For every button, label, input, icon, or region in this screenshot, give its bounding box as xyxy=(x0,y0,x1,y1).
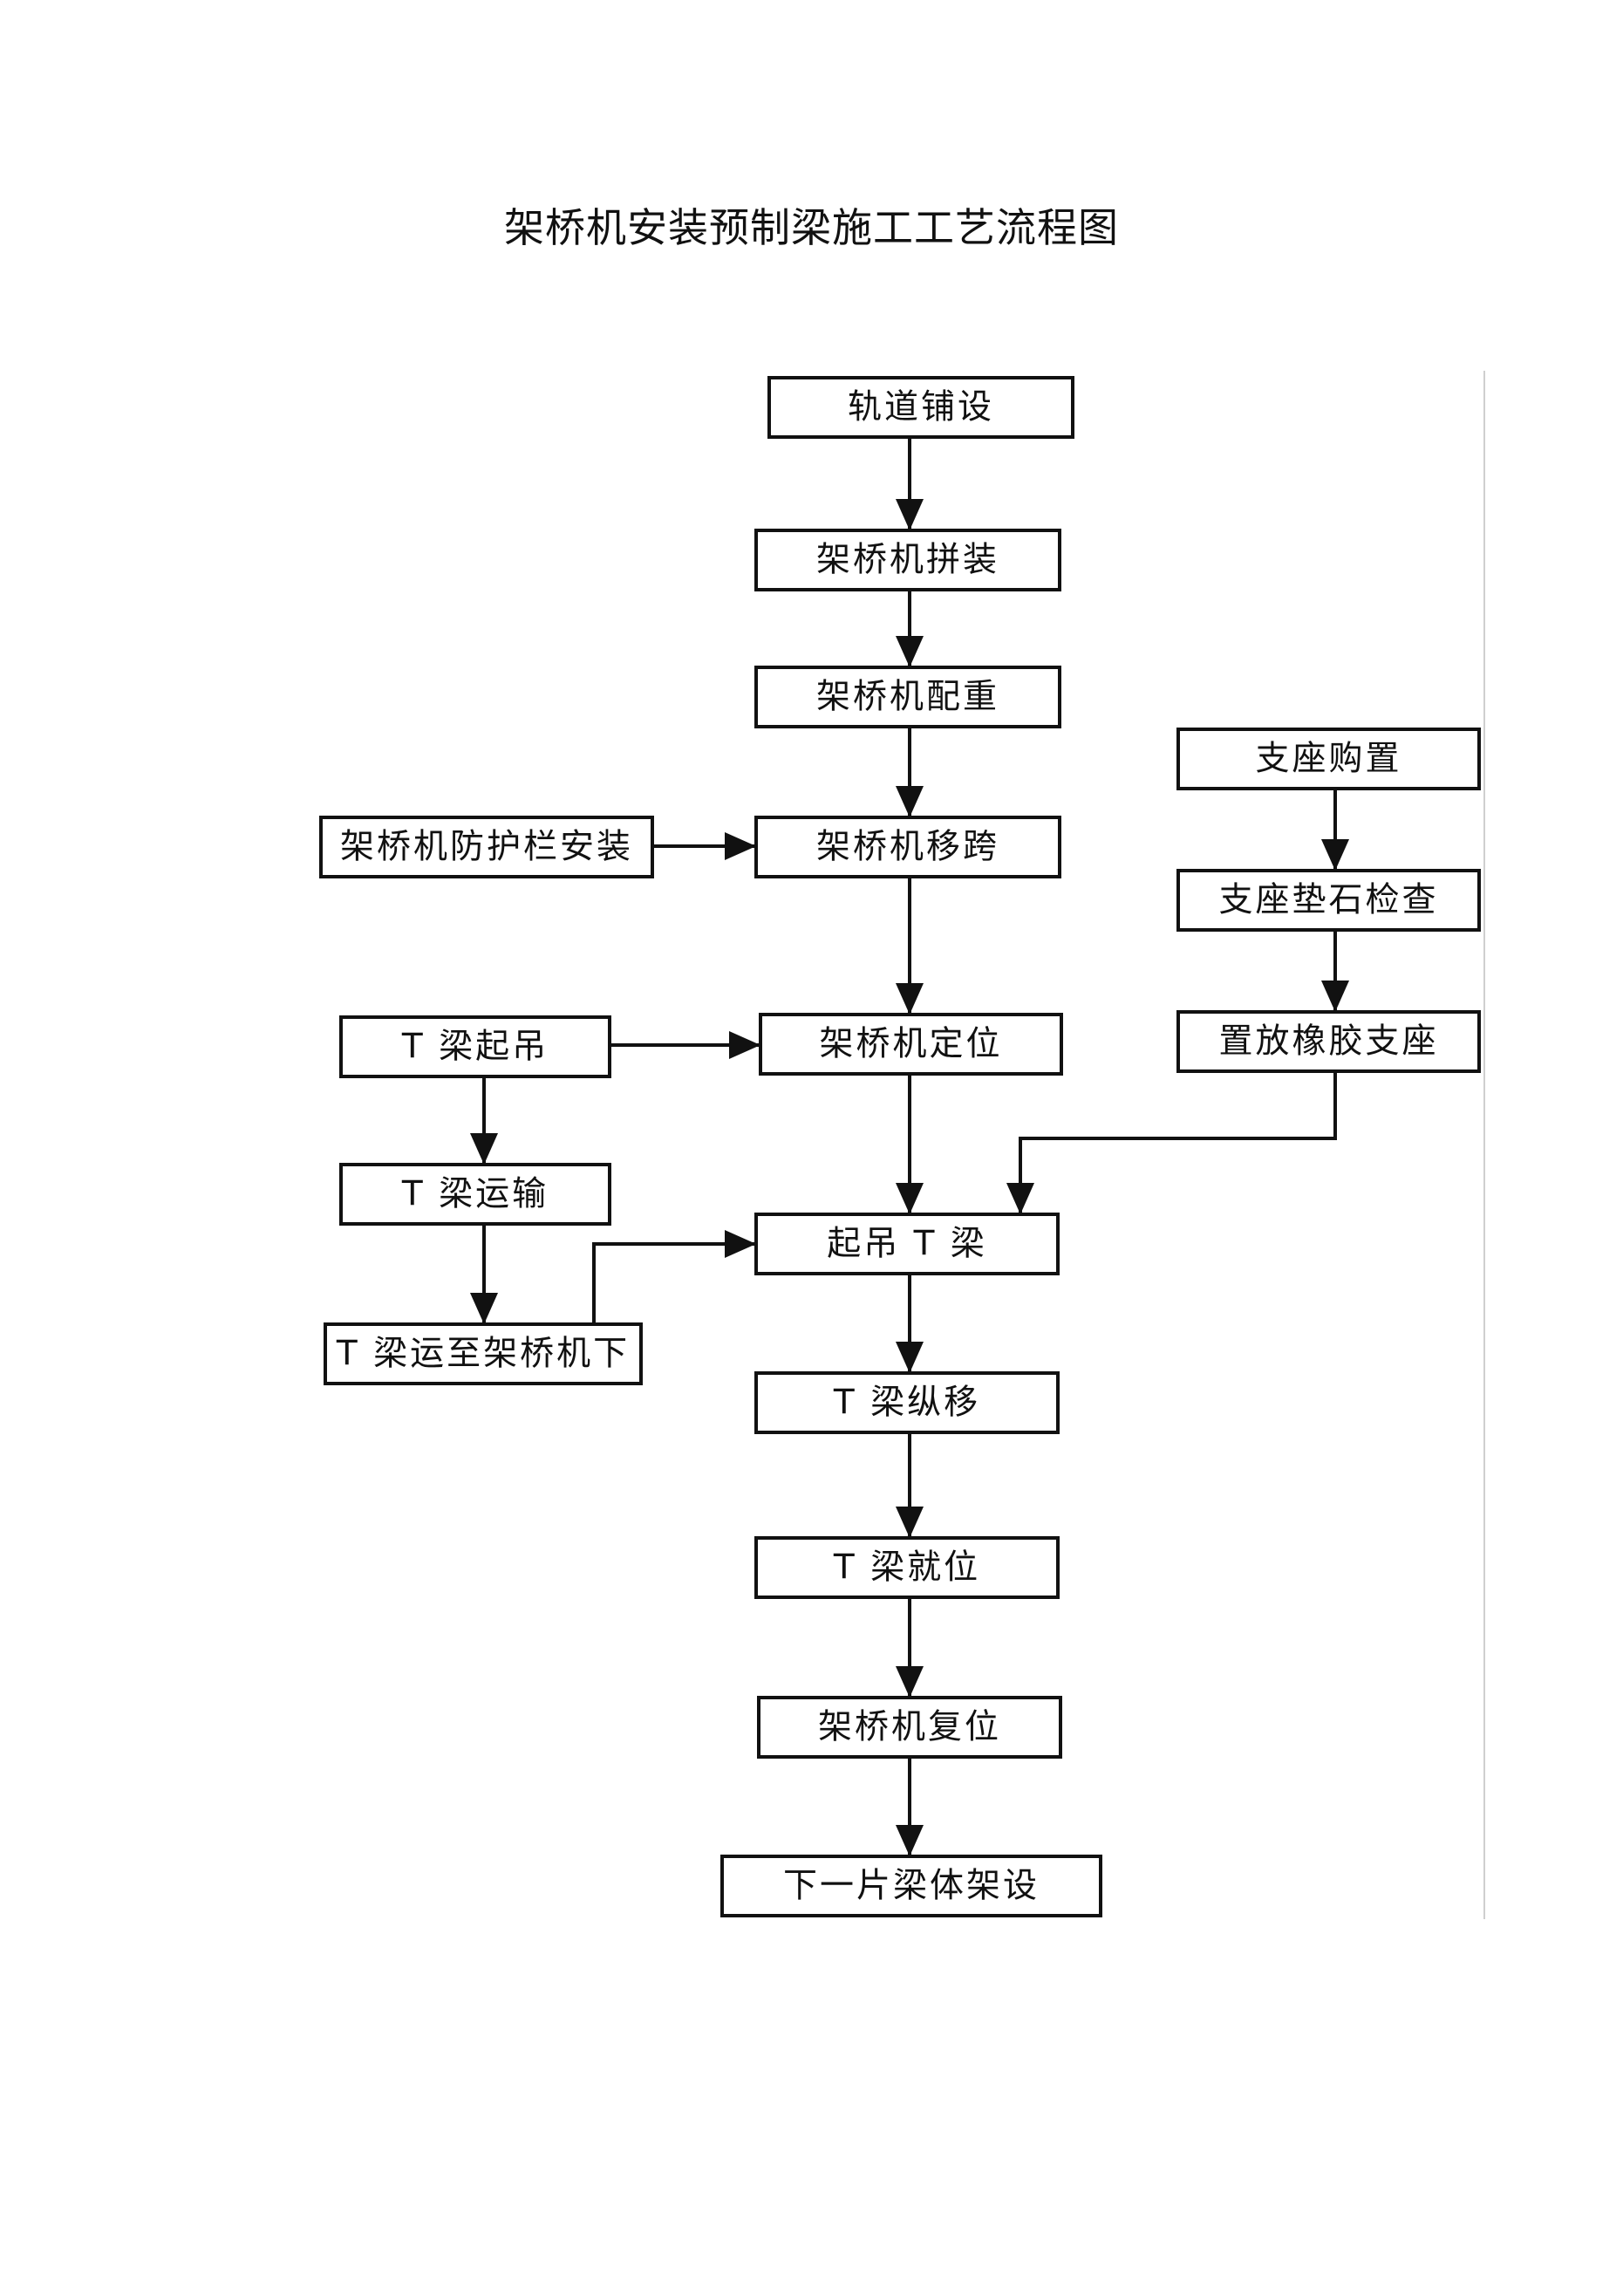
flow-node-label: 置放橡胶支座 xyxy=(1218,1022,1438,1062)
flow-node-label: 轨道铺设 xyxy=(848,388,994,427)
flow-node-box xyxy=(1176,869,1481,932)
flow-node-l4: T 梁运至架桥机下 xyxy=(324,1322,643,1385)
flow-node-r1: 支座购置 xyxy=(1176,728,1481,790)
flow-node-box xyxy=(754,529,1061,591)
flow-node-n2: 架桥机拼装 xyxy=(754,529,1061,591)
flow-node-l2: T 梁起吊 xyxy=(339,1015,611,1078)
flow-node-box xyxy=(319,816,654,878)
flow-node-label: 架桥机移跨 xyxy=(816,828,999,867)
flow-node-label: 架桥机复位 xyxy=(818,1708,1001,1747)
flow-node-l3: T 梁运输 xyxy=(339,1163,611,1226)
flow-node-box xyxy=(324,1322,643,1385)
page-title: 架桥机安装预制梁施工工艺流程图 xyxy=(504,204,1119,251)
flow-node-box xyxy=(339,1015,611,1078)
flow-node-label: T 梁运输 xyxy=(401,1175,549,1214)
flow-node-label: 架桥机配重 xyxy=(816,678,999,717)
flow-node-n8: T 梁就位 xyxy=(754,1536,1060,1599)
flow-node-label: T 梁起吊 xyxy=(401,1028,549,1067)
flow-node-box xyxy=(339,1163,611,1226)
flow-node-n3: 架桥机配重 xyxy=(754,666,1061,728)
flow-node-box xyxy=(757,1696,1062,1759)
flow-node-box xyxy=(1176,728,1481,790)
flow-node-n5: 架桥机定位 xyxy=(759,1013,1063,1076)
flow-node-r3: 置放橡胶支座 xyxy=(1176,1010,1481,1073)
flow-node-box xyxy=(759,1013,1063,1076)
flow-node-box xyxy=(754,666,1061,728)
flow-node-label: 架桥机拼装 xyxy=(816,541,999,580)
flow-node-box xyxy=(754,1536,1060,1599)
flow-node-n4: 架桥机移跨 xyxy=(754,816,1061,878)
flow-node-box xyxy=(720,1855,1102,1917)
flow-node-label: 起吊 T 梁 xyxy=(827,1225,987,1264)
flow-node-box xyxy=(754,1371,1060,1434)
flow-node-n9: 架桥机复位 xyxy=(757,1696,1062,1759)
flow-node-box xyxy=(754,816,1061,878)
edges-layer xyxy=(470,437,1349,1856)
flow-node-r2: 支座垫石检查 xyxy=(1176,869,1481,932)
flow-node-box xyxy=(754,1213,1060,1275)
flow-node-label: T 梁纵移 xyxy=(833,1384,980,1423)
flow-node-label: 架桥机定位 xyxy=(819,1025,1002,1064)
flow-node-label: T 梁运至架桥机下 xyxy=(336,1335,630,1374)
flow-node-n1: 轨道铺设 xyxy=(767,376,1074,439)
arrow-l4-to-n6 xyxy=(592,1230,756,1324)
flow-node-box xyxy=(1176,1010,1481,1073)
flow-node-n6: 起吊 T 梁 xyxy=(754,1213,1060,1275)
flow-node-label: 支座垫石检查 xyxy=(1218,881,1438,920)
flow-node-label: 架桥机防护栏安装 xyxy=(340,828,633,867)
flow-node-label: T 梁就位 xyxy=(833,1548,980,1588)
flow-node-l1: 架桥机防护栏安装 xyxy=(319,816,654,878)
flow-node-n10: 下一片梁体架设 xyxy=(720,1855,1102,1917)
arrow-r3-to-n6 xyxy=(1006,1071,1337,1214)
flow-node-label: 支座购置 xyxy=(1255,740,1401,779)
flow-node-box xyxy=(767,376,1074,439)
flow-node-label: 下一片梁体架设 xyxy=(783,1867,1040,1906)
flow-node-n7: T 梁纵移 xyxy=(754,1371,1060,1434)
